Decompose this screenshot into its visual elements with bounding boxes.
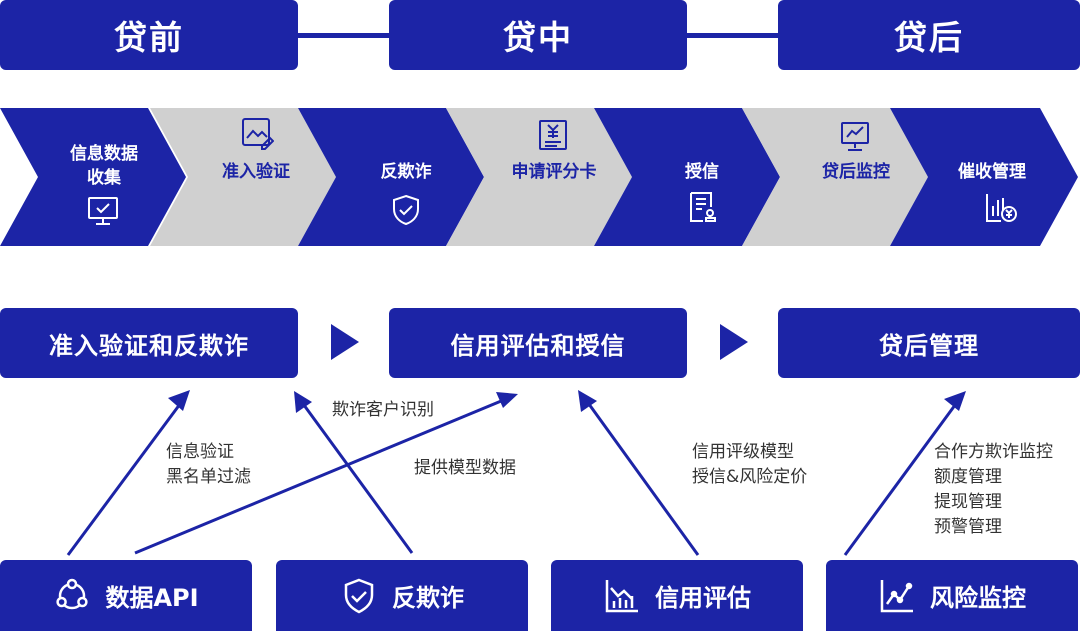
chart-monitor-icon (838, 120, 872, 154)
source-label: 信用评估 (655, 584, 751, 612)
bar-chart-icon (603, 577, 641, 615)
note-model-data: 提供模型数据 (414, 458, 516, 478)
arrow-api-to-stage1 (66, 399, 185, 556)
chevron-step-7 (890, 108, 1078, 246)
source-label: 反欺诈 (392, 584, 464, 612)
shield-check-icon (340, 577, 378, 615)
phase-in-loan: 贷中 (389, 0, 687, 70)
step-label-line: 信息数据 (70, 144, 138, 164)
stage-post-loan-mgmt: 贷后管理 (778, 308, 1080, 378)
chevron-step-4 (446, 108, 632, 246)
note-line: 信用评级模型 (692, 442, 794, 462)
note-line: 信息验证 (166, 442, 234, 462)
note-credit-model: 信用评级模型 授信&风险定价 (692, 440, 807, 490)
chevron-step-2 (150, 108, 336, 246)
network-nodes-icon (53, 577, 91, 615)
source-label: 风险监控 (930, 584, 1026, 612)
step-label-scorecard: 申请评分卡 (511, 162, 597, 182)
yuan-document-icon (536, 118, 570, 152)
image-edit-icon (240, 116, 274, 150)
step-label-collection: 催收管理 (958, 162, 1026, 182)
note-line: 提现管理 (934, 492, 1002, 512)
bar-chart-yuan-icon (984, 190, 1018, 224)
step-label-line: 收集 (87, 168, 121, 188)
arrow-api-to-stage1-head (168, 390, 190, 411)
stage-access-anti-fraud: 准入验证和反欺诈 (0, 308, 298, 378)
step-label-anti-fraud: 反欺诈 (380, 162, 432, 182)
arrow-fraud-to-stage1 (299, 400, 414, 554)
phase-pre-loan: 贷前 (0, 0, 298, 70)
stage-credit-assessment: 信用评估和授信 (389, 308, 687, 378)
arrow-api-to-stage2-head (496, 392, 518, 408)
note-info-verify: 信息验证 黑名单过滤 (166, 440, 251, 490)
arrow-credit-to-stage2 (584, 399, 700, 556)
source-label: 数据API (105, 584, 199, 612)
note-fraud-identify: 欺诈客户识别 (332, 400, 434, 420)
note-line: 黑名单过滤 (166, 467, 251, 487)
chevron-step-1 (0, 108, 186, 246)
chevron-step-3 (298, 108, 484, 246)
flow-arrow-icon (331, 324, 359, 360)
note-line: 授信&风险定价 (692, 467, 808, 487)
step-label-access-verify: 准入验证 (222, 162, 290, 182)
shield-check-icon (389, 193, 423, 227)
step-label-credit-grant: 授信 (685, 162, 719, 182)
flow-arrow-icon (720, 324, 748, 360)
arrow-api-to-stage2 (134, 397, 507, 555)
source-anti-fraud: 反欺诈 (276, 560, 528, 631)
arrow-risk-to-stage3 (843, 400, 960, 556)
source-data-api: 数据API (0, 560, 252, 631)
chevron-step-5 (594, 108, 780, 246)
line-chart-icon (878, 577, 916, 615)
phase-connector (290, 33, 400, 38)
note-risk-items: 合作方欺诈监控 额度管理 提现管理 预警管理 (934, 440, 1053, 540)
phase-connector (680, 33, 790, 38)
step-label-post-loan-monitor: 贷后监控 (822, 162, 890, 182)
note-line: 额度管理 (934, 467, 1002, 487)
arrow-fraud-to-stage1-head (294, 391, 312, 413)
arrow-credit-to-stage2-head (578, 390, 597, 412)
chevron-step-6 (742, 108, 928, 246)
source-credit-eval: 信用评估 (551, 560, 803, 631)
note-line: 合作方欺诈监控 (934, 442, 1053, 462)
phase-post-loan: 贷后 (778, 0, 1080, 70)
step-label-data-collection: 信息数据 收集 (44, 142, 164, 190)
source-risk-monitor: 风险监控 (826, 560, 1078, 631)
contract-stamp-icon (686, 190, 720, 224)
monitor-check-icon (86, 194, 120, 228)
arrow-risk-to-stage3-head (944, 391, 966, 411)
note-line: 预警管理 (934, 517, 1002, 537)
